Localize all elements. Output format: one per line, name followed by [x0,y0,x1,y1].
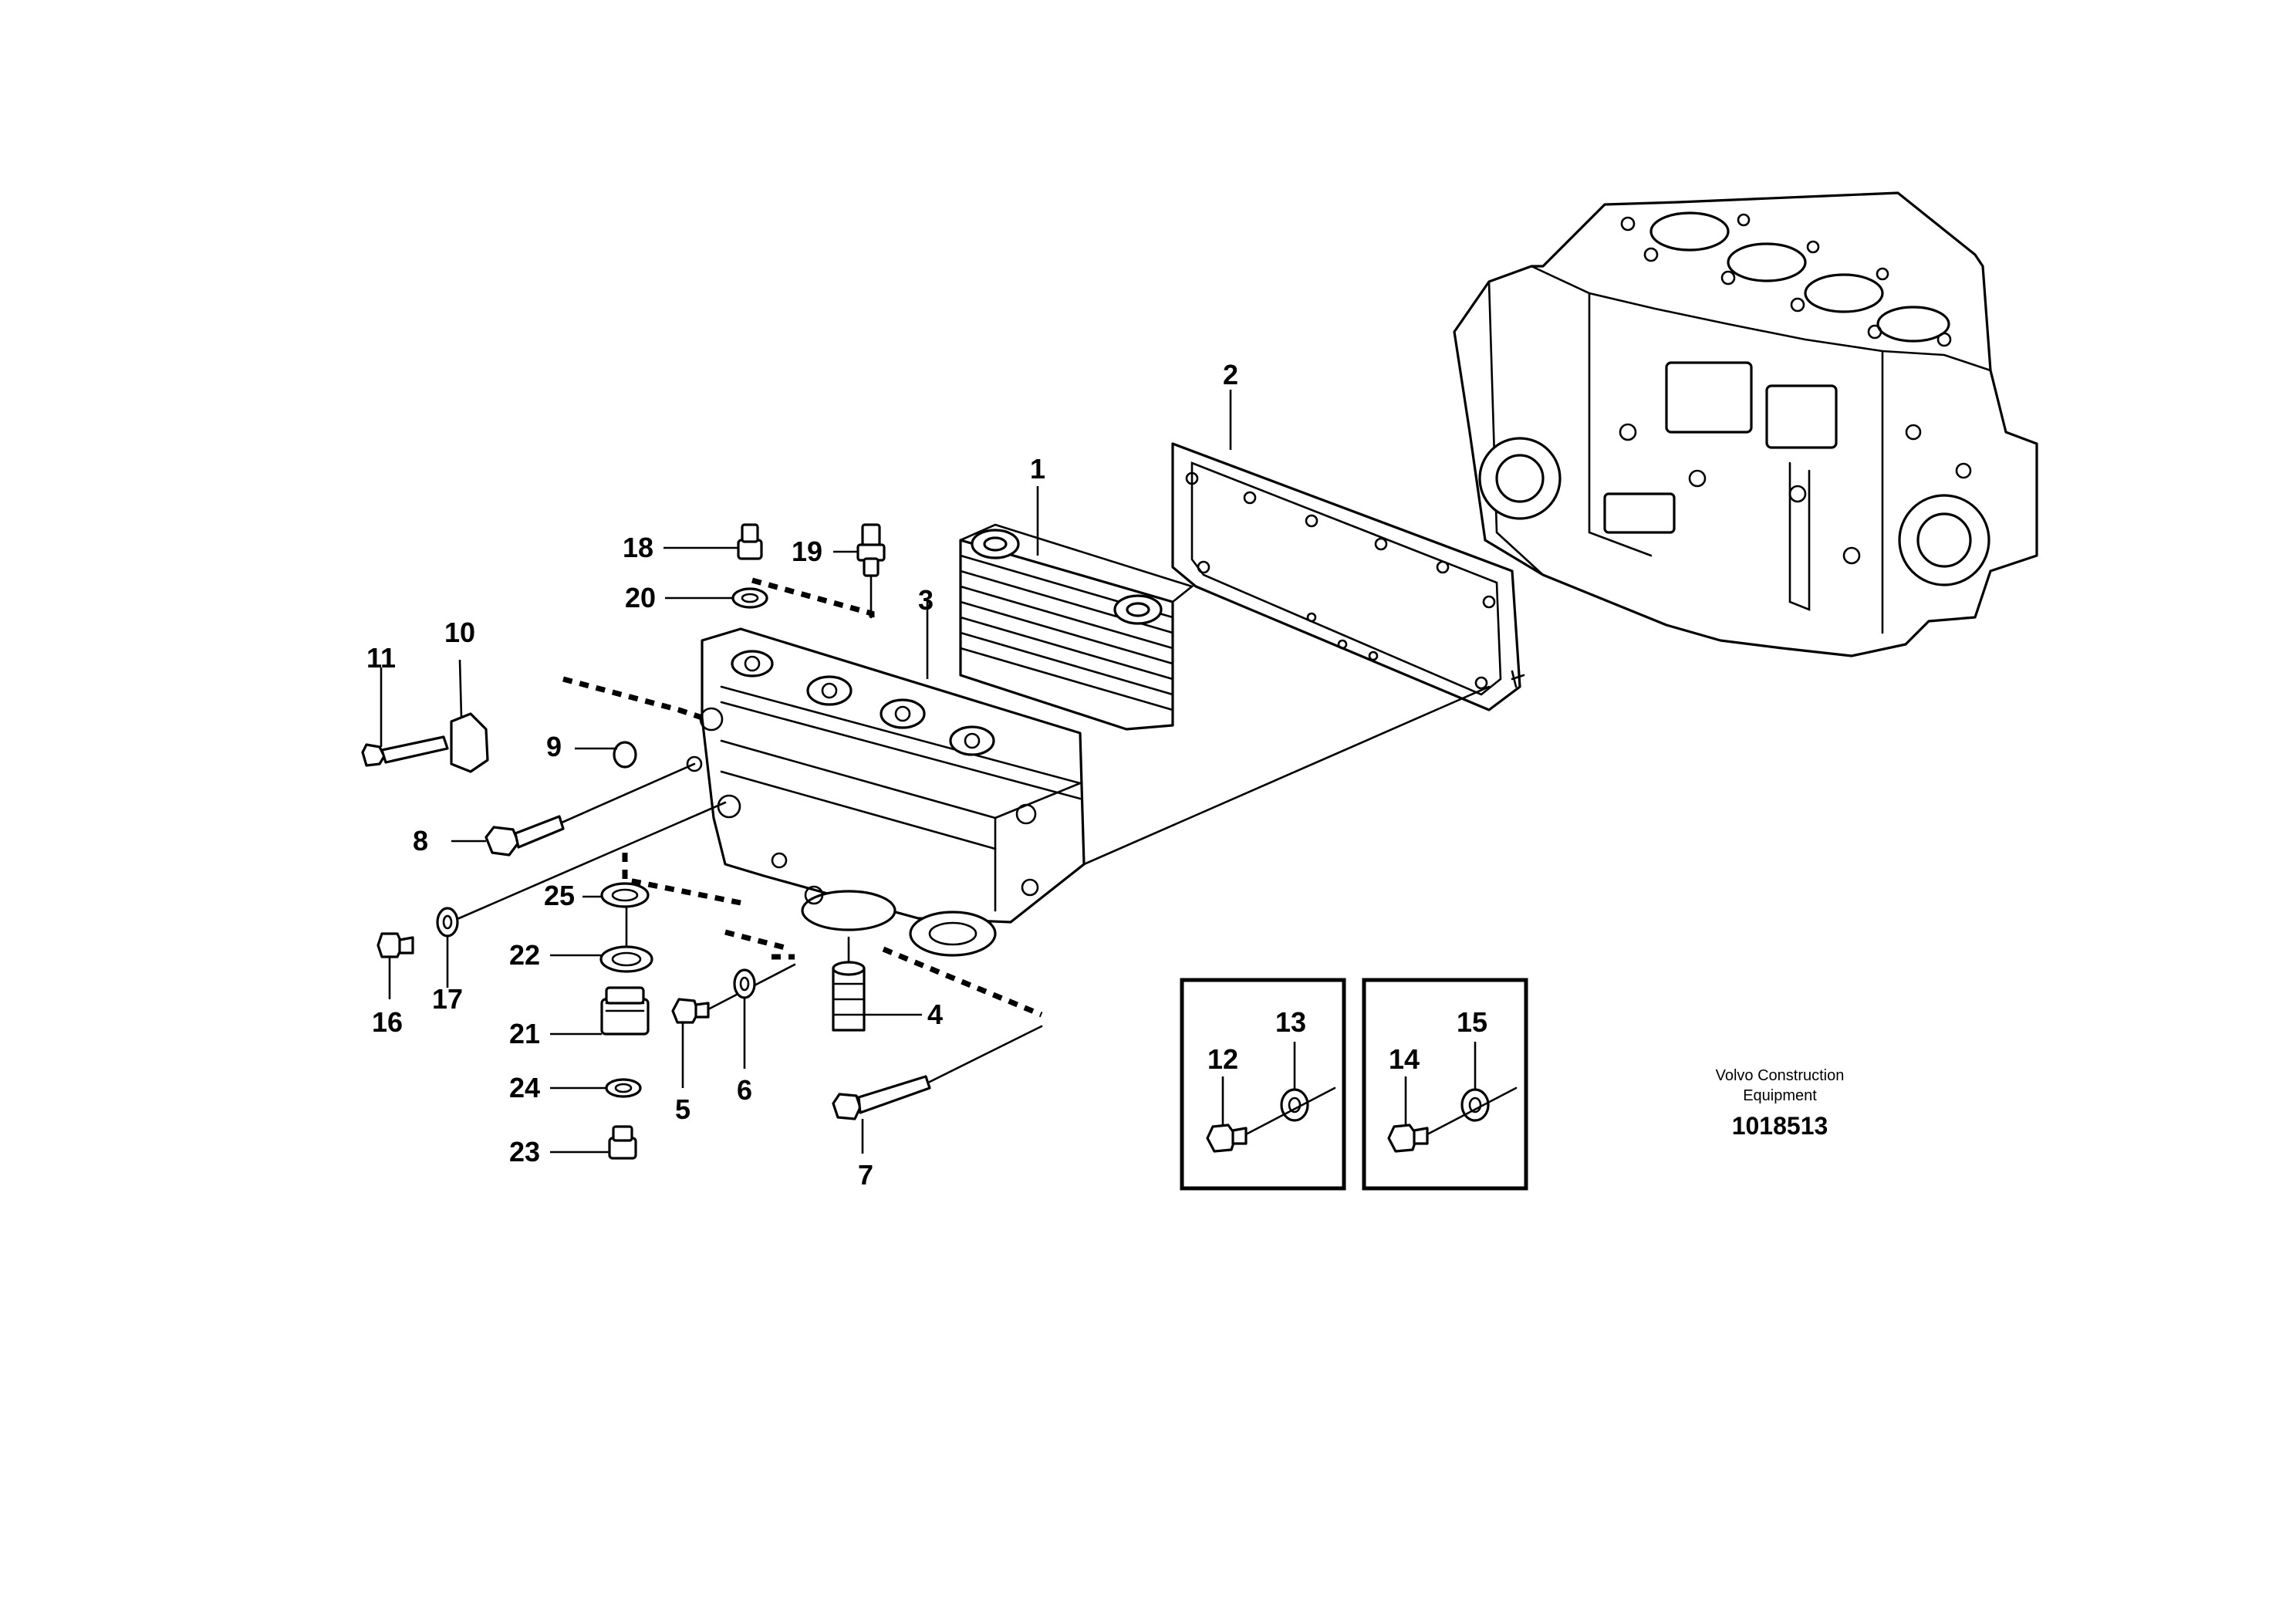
label-1: 1 [1030,453,1045,485]
caption-line-1: Volvo Construction [1716,1067,1845,1084]
gasket [1171,442,1521,711]
cover-10 [450,659,489,773]
stud-4 [832,936,922,1032]
part-labels: 1 2 3 4 5 6 7 8 9 10 11 12 13 14 15 16 1… [366,359,1487,1191]
label-22: 22 [509,939,540,971]
label-23: 23 [509,1136,540,1168]
label-19: 19 [792,536,822,567]
plug-16 [376,932,414,999]
caption: Volvo Construction Equipment 1018513 [1716,1067,1845,1140]
bolt-11 [361,667,449,767]
label-20: 20 [625,582,656,613]
label-12: 12 [1207,1043,1238,1075]
label-18: 18 [623,532,653,563]
label-14: 14 [1389,1043,1420,1075]
label-16: 16 [372,1006,403,1038]
label-7: 7 [858,1159,873,1191]
label-8: 8 [413,825,428,857]
oring-9 [575,741,637,769]
label-11: 11 [366,642,396,674]
detail-box-12-13 [1180,978,1346,1191]
fitting-21 [550,986,650,1036]
washer-24 [550,1078,642,1098]
bolt-8 [451,762,696,857]
engine-block [1453,191,2038,657]
label-3: 3 [918,584,934,616]
label-5: 5 [675,1093,690,1125]
label-6: 6 [737,1074,752,1106]
label-13: 13 [1275,1006,1306,1038]
reference-number: 1018513 [1732,1112,1828,1140]
label-17: 17 [432,983,463,1015]
label-24: 24 [509,1072,540,1103]
nipple-19 [833,523,886,619]
washer-20 [665,587,768,609]
washer-22 [550,905,653,973]
caption-line-2: Equipment [1743,1087,1817,1104]
plug-5 [671,963,796,1088]
label-15: 15 [1457,1006,1487,1038]
oil-cooler [959,523,1194,731]
bolt-7 [832,1025,1043,1154]
label-4: 4 [927,999,943,1030]
label-10: 10 [444,617,475,648]
washer-25 [582,882,650,908]
plug-18 [663,523,763,560]
oil-cooler-housing [686,627,1086,957]
label-21: 21 [509,1018,540,1049]
label-9: 9 [546,731,562,762]
label-2: 2 [1223,359,1238,390]
washer-6 [733,968,756,1069]
plug-23 [550,1125,637,1160]
washer-17 [436,801,727,988]
label-25: 25 [544,880,575,911]
detail-box-14-15 [1362,978,1528,1191]
